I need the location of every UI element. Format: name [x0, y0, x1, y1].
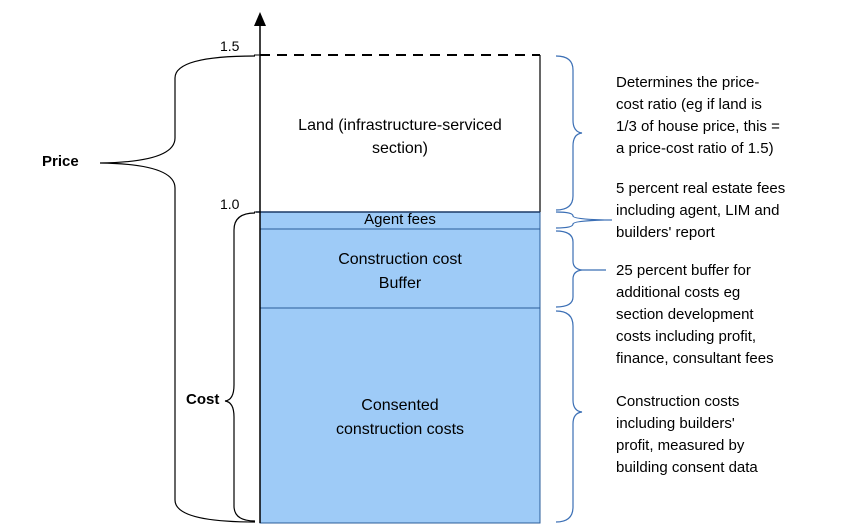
- land-note-brace-icon: [555, 55, 583, 211]
- consented-label-line-2: construction costs: [335, 421, 465, 438]
- consented-note-line-1: Construction costs: [616, 393, 740, 410]
- buffer-label-line-2: Buffer: [378, 275, 422, 292]
- buffer-block: [259, 228, 541, 309]
- cost-brace-icon: [224, 212, 256, 522]
- agent-note-line-2: including agent, LIM and: [616, 202, 780, 219]
- land-note-line-1: Determines the price-: [616, 74, 760, 91]
- tick-label-1-0: 1.0: [220, 196, 240, 212]
- tick-label-1-5: 1.5: [220, 38, 240, 54]
- y-axis-arrow-icon: [254, 12, 266, 26]
- consented-note-brace-icon: [555, 310, 583, 523]
- land-label: Land (infrastructure-serviced section): [260, 114, 540, 160]
- consented-label-line-1: Consented: [361, 397, 439, 414]
- consented-note: Construction costs including builders' p…: [616, 391, 758, 479]
- buffer-note: 25 percent buffer for additional costs e…: [616, 260, 774, 370]
- land-note-line-4: a price-cost ratio of 1.5): [616, 140, 774, 157]
- cost-label: Cost: [186, 391, 220, 408]
- land-label-line-2: section): [371, 140, 429, 157]
- consented-label: Consented construction costs: [260, 394, 540, 442]
- consented-note-line-2: including builders': [616, 415, 735, 432]
- price-brace-icon: [99, 55, 256, 523]
- buffer-note-line-1: 25 percent buffer for: [616, 262, 751, 279]
- agent-note-line-1: 5 percent real estate fees: [616, 180, 786, 197]
- land-note: Determines the price- cost ratio (eg if …: [616, 72, 780, 160]
- buffer-note-brace-icon: [555, 230, 583, 308]
- agent-fees-label: Agent fees: [364, 211, 436, 228]
- buffer-note-line-5: finance, consultant fees: [616, 350, 774, 367]
- agent-note-line-3: builders' report: [616, 224, 715, 241]
- land-label-line-1: Land (infrastructure-serviced: [298, 117, 502, 134]
- price-label: Price: [42, 153, 79, 170]
- buffer-label: Construction cost Buffer: [260, 248, 540, 296]
- buffer-note-line-2: additional costs eg: [616, 284, 741, 301]
- land-note-line-2: cost ratio (eg if land is: [616, 96, 762, 113]
- consented-block: [259, 307, 541, 524]
- buffer-label-line-1: Construction cost: [338, 251, 462, 268]
- agent-note-brace-icon: [555, 211, 605, 229]
- land-note-line-3: 1/3 of house price, this =: [616, 118, 780, 135]
- consented-note-line-3: profit, measured by: [616, 437, 745, 454]
- agent-note: 5 percent real estate fees including age…: [616, 178, 785, 244]
- consented-note-line-4: building consent data: [616, 459, 758, 476]
- buffer-note-line-3: section development: [616, 306, 754, 323]
- buffer-note-line-4: costs including profit,: [616, 328, 757, 345]
